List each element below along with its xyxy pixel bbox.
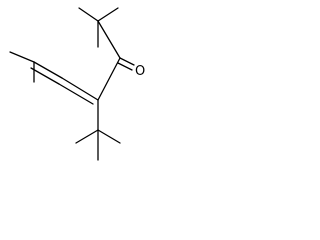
bond-tbu-bottom-right-methyl <box>97 129 121 144</box>
oxygen-atom-label: O <box>135 64 145 79</box>
bond-alkene-double-2 <box>30 61 63 85</box>
bond-carbonyl-to-alkene <box>97 57 121 101</box>
bond-carbonyl-double <box>117 57 135 71</box>
bond-tbu-top-left-methyl <box>78 7 99 22</box>
bond-tbu-top-to-carbonyl <box>97 20 121 59</box>
structure-canvas: O <box>0 0 172 179</box>
bond-terminal-methyl-up <box>9 51 35 63</box>
molecule-structure: O <box>9 7 145 161</box>
bond-alkene-double-1 <box>58 77 99 105</box>
bond-tbu-top-right-methyl <box>97 7 119 22</box>
bond-tbu-bottom-left-methyl <box>75 129 99 144</box>
